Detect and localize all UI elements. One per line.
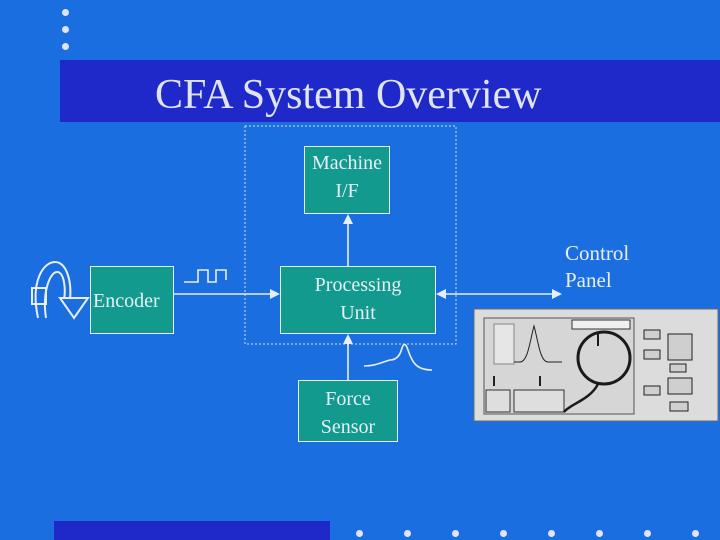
bullet-dot xyxy=(452,530,459,537)
bullet-dot xyxy=(62,43,69,50)
machine-if-label-line1: Machine xyxy=(312,152,382,174)
control-panel-label: Control Panel xyxy=(565,240,629,294)
bullet-dot xyxy=(500,530,507,537)
bullet-dot xyxy=(548,530,555,537)
machine-if-box: Machine I/F xyxy=(304,146,390,214)
arrowhead xyxy=(436,289,446,299)
bullet-dot xyxy=(404,530,411,537)
rotary-encoder-icon xyxy=(31,260,90,320)
arrowhead xyxy=(552,289,562,299)
control-panel-label-line2: Panel xyxy=(565,268,612,292)
arrowhead xyxy=(343,214,353,224)
encoder-box: Encoder xyxy=(90,266,174,334)
control-panel-label-line1: Control xyxy=(565,241,630,265)
force-sensor-box: Force Sensor xyxy=(298,380,398,442)
control-panel-device-icon xyxy=(473,308,719,422)
bullet-dot xyxy=(644,530,651,537)
processing-unit-label-line1: Processing xyxy=(314,274,402,296)
force-sensor-label-line2: Sensor xyxy=(320,416,376,438)
arrowhead xyxy=(343,334,353,344)
system-dotted-frame xyxy=(244,125,457,345)
bullet-dot xyxy=(62,26,69,33)
processing-unit-box: Processing Unit xyxy=(280,266,436,334)
machine-if-label-line2: I/F xyxy=(335,180,359,202)
bottom-band xyxy=(54,521,330,540)
square-pulse-icon xyxy=(184,269,227,283)
force-peak-icon xyxy=(363,343,433,371)
bullet-dot xyxy=(596,530,603,537)
page-title: CFA System Overview xyxy=(155,72,542,118)
processing-unit-label-line2: Unit xyxy=(340,302,376,324)
title-band xyxy=(60,60,720,122)
encoder-label: Encoder xyxy=(93,290,160,312)
arrowhead xyxy=(270,289,280,299)
bullet-dot xyxy=(356,530,363,537)
bullet-dot xyxy=(692,530,699,537)
bullet-dot xyxy=(62,9,69,16)
force-sensor-label-line1: Force xyxy=(325,388,371,410)
